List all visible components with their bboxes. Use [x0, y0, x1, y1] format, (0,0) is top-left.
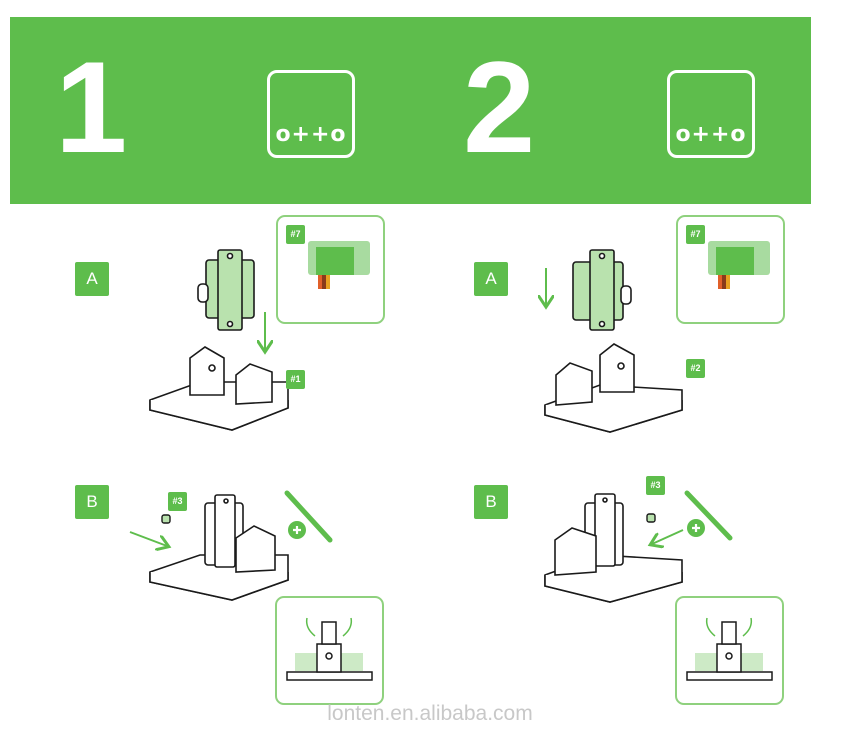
substep-a-badge-left: A	[75, 262, 109, 296]
base-bracket-icon	[544, 343, 683, 433]
watermark: lonten.en.alibaba.com	[327, 702, 533, 725]
part-tag-servo: #7	[686, 225, 705, 244]
part-tag-base-right: #2	[686, 359, 705, 378]
part-tag-screw-left: #3	[168, 492, 187, 511]
substep-b-badge-left: B	[75, 485, 109, 519]
logo-text: o++o	[675, 122, 747, 147]
rotation-check-inset-right	[675, 596, 784, 705]
step-number-1: 1	[55, 34, 128, 180]
logo-text: o++o	[275, 122, 347, 147]
arrow-icon	[652, 529, 684, 544]
servo-icon	[308, 241, 370, 289]
servo-part-inset-left: #7	[276, 215, 385, 324]
header-banner	[10, 17, 811, 204]
substep-a-badge-right: A	[474, 262, 508, 296]
base-bracket-icon	[149, 494, 289, 601]
screwdriver-icon	[684, 490, 733, 541]
part-tag-servo: #7	[286, 225, 305, 244]
servo-icon	[708, 241, 770, 289]
screwdriver-icon	[284, 490, 333, 543]
rotate-arrows-icon	[286, 617, 373, 681]
otto-logo-2: o++o	[667, 70, 755, 158]
step-number-2: 2	[463, 34, 536, 180]
arrow-icon	[129, 531, 167, 546]
servo-part-inset-right: #7	[676, 215, 785, 324]
base-bracket-icon	[149, 346, 289, 431]
part-tag-base-left: #1	[286, 370, 305, 389]
servo-icon	[197, 249, 255, 331]
otto-logo-1: o++o	[267, 70, 355, 158]
substep-b-badge-right: B	[474, 485, 508, 519]
rotation-check-inset-left	[275, 596, 384, 705]
screw-icon	[646, 513, 656, 523]
base-bracket-icon	[544, 493, 683, 603]
servo-icon	[572, 249, 632, 331]
screw-icon	[161, 514, 171, 524]
part-tag-screw-right: #3	[646, 476, 665, 495]
rotate-arrows-icon	[686, 617, 773, 681]
